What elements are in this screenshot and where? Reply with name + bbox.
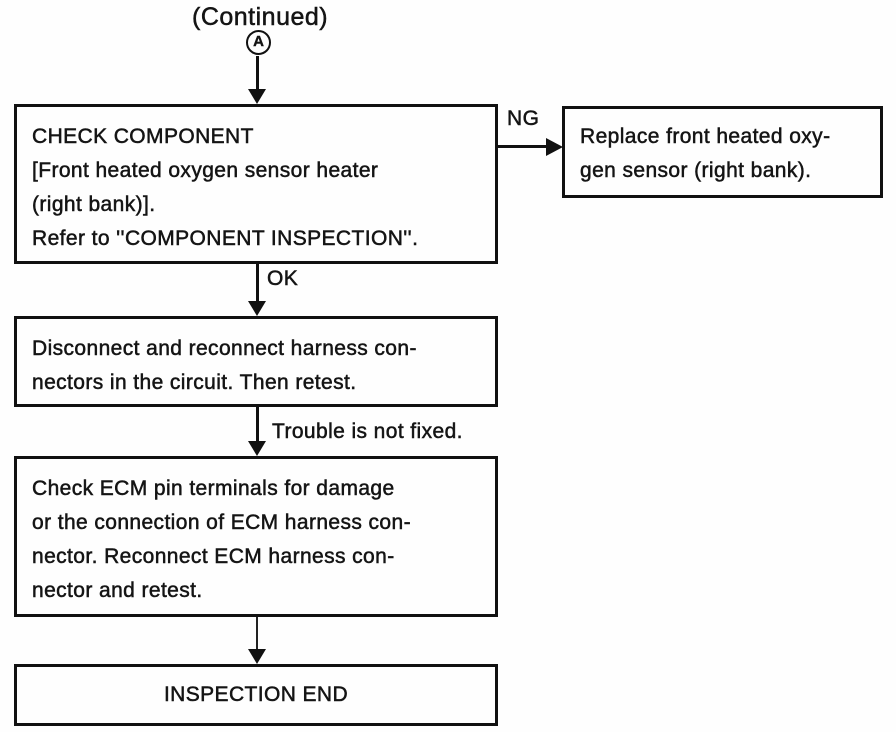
connector-line-ok (256, 264, 259, 302)
connector-line-ng (497, 145, 547, 148)
flow-box-replace-sensor: Replace front heated oxy- gen sensor (ri… (562, 106, 883, 198)
connector-a-letter: A (253, 33, 264, 50)
flow-box-check-ecm: Check ECM pin terminals for damage or th… (14, 456, 498, 617)
connector-line-a-to-check (256, 56, 259, 92)
edge-label-ng: NG (507, 107, 540, 131)
connector-a-badge: A (246, 30, 271, 55)
edge-label-trouble: Trouble is not fixed. (272, 420, 463, 444)
arrowhead-down-icon (248, 649, 266, 664)
flow-box-inspection-end: INSPECTION END (14, 664, 498, 726)
continued-label: (Continued) (192, 3, 329, 32)
arrowhead-down-icon (248, 441, 266, 456)
edge-label-ok: OK (267, 267, 299, 291)
connector-line-end (256, 617, 258, 651)
arrowhead-down-icon (248, 89, 266, 104)
flow-box-check-component: CHECK COMPONENT [Front heated oxygen sen… (14, 104, 498, 264)
flow-box-reconnect-harness: Disconnect and reconnect harness con- ne… (14, 316, 498, 407)
arrowhead-down-icon (248, 301, 266, 316)
arrowhead-right-icon (546, 138, 563, 156)
connector-line-trouble (256, 407, 259, 443)
